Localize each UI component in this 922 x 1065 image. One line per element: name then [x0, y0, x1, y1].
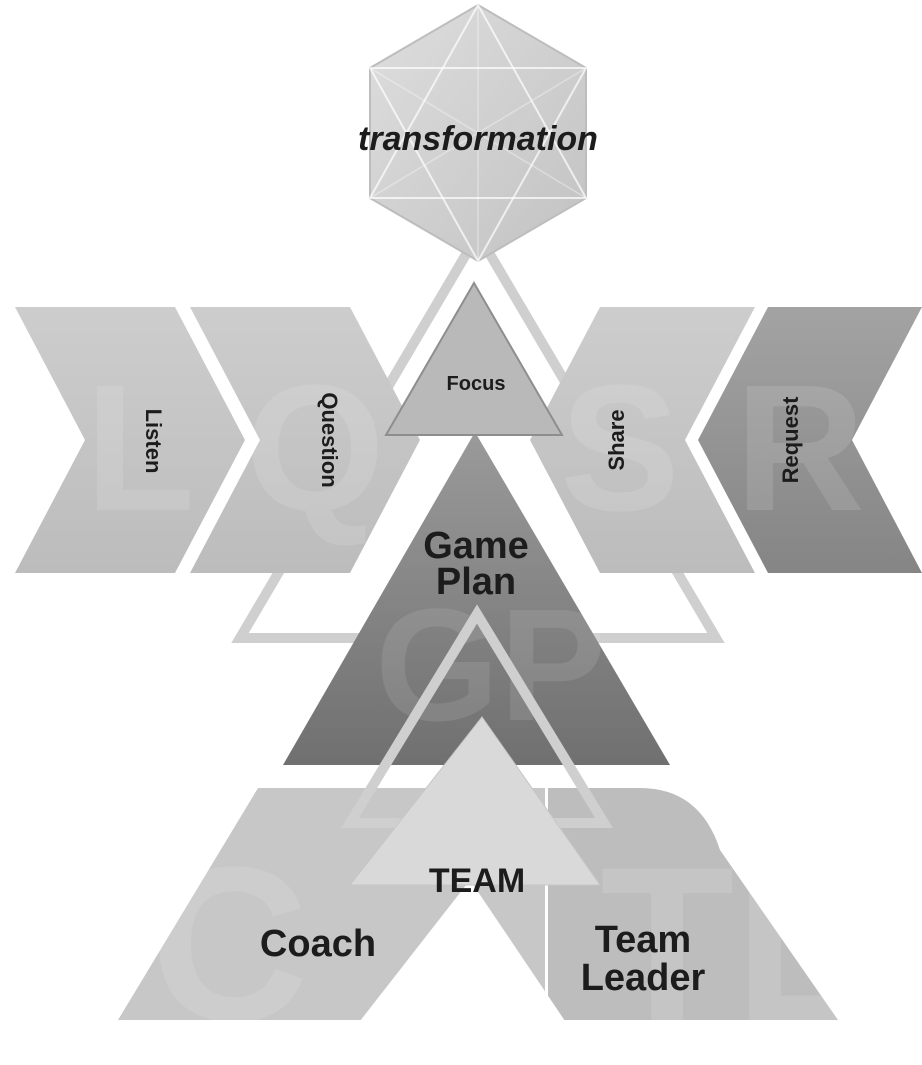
label-focus: Focus — [447, 373, 506, 395]
chevron-question: Q Question — [190, 307, 420, 573]
label-share: Share — [604, 409, 629, 470]
label-transformation: transformation — [358, 120, 598, 158]
watermark-coach: C — [150, 821, 309, 1065]
base-notch — [360, 880, 565, 1021]
label-coach: Coach — [260, 923, 376, 965]
watermark-s: S — [560, 348, 680, 549]
chevron-share: S Share — [530, 307, 755, 573]
label-team: TEAM — [429, 862, 525, 900]
watermark-l: L — [85, 348, 195, 549]
label-question: Question — [317, 392, 342, 487]
watermark-r: R — [735, 348, 865, 549]
team-leader-shape — [548, 788, 838, 1020]
watermark-q: Q — [245, 348, 385, 549]
label-game: Game — [423, 525, 529, 567]
watermark-team-leader: TL — [600, 821, 869, 1065]
label-plan: Plan — [436, 561, 516, 603]
chevron-request: R Request — [698, 307, 922, 573]
label-request: Request — [778, 396, 803, 483]
team-triangle: TEAM — [348, 716, 601, 900]
focus-triangle: Focus — [384, 281, 564, 436]
label-listen: Listen — [141, 409, 166, 474]
label-team-leader-2: Leader — [581, 957, 706, 999]
game-plan-triangle: GP Game Plan — [283, 432, 670, 765]
chevron-listen: L Listen — [15, 307, 245, 573]
label-team-leader-1: Team — [595, 919, 691, 961]
transformation-gem: transformation — [358, 2, 598, 264]
